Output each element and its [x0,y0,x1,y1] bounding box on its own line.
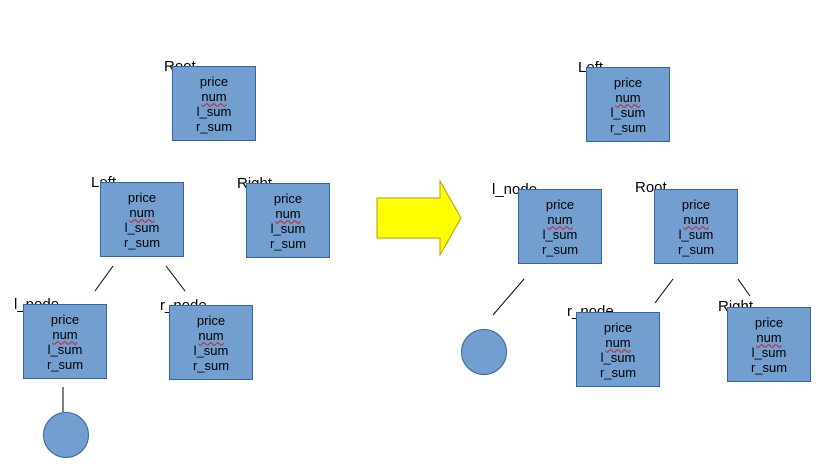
field-l-sum: l_sum [124,219,160,235]
field-r-sum: r_sum [609,119,647,135]
field-price: price [545,196,575,212]
field-price: price [754,314,784,330]
before-root-node: price num l_sum r_sum [172,66,256,141]
field-price: price [50,311,80,327]
before-leaf-circle [43,412,89,458]
field-price: price [613,74,643,90]
edge-after-root-to-right [737,278,751,297]
field-r-sum: r_sum [195,118,233,134]
field-num: num [605,334,631,350]
field-num: num [201,88,227,104]
edge-after-root-to-rnode [654,278,674,304]
field-l-sum: l_sum [47,341,83,357]
field-r-sum: r_sum [750,359,788,375]
field-l-sum: l_sum [270,220,306,236]
field-price: price [127,189,157,205]
after-rnode-node: price num l_sum r_sum [576,312,660,387]
field-num: num [129,204,155,220]
after-leaf-circle [461,329,507,375]
field-r-sum: r_sum [677,241,715,257]
before-left-node: price num l_sum r_sum [100,182,184,257]
field-l-sum: l_sum [751,344,787,360]
transform-arrow [376,179,462,257]
field-price: price [681,196,711,212]
field-num: num [275,205,301,221]
after-left-node: price num l_sum r_sum [586,67,670,142]
field-r-sum: r_sum [599,364,637,380]
field-r-sum: r_sum [269,235,307,251]
field-l-sum: l_sum [600,349,636,365]
edge-left-to-rnode [165,265,186,292]
field-num: num [52,326,78,342]
after-root-node: price num l_sum r_sum [654,189,738,264]
field-r-sum: r_sum [123,234,161,250]
field-price: price [603,319,633,335]
field-num: num [615,89,641,105]
after-right-node: price num l_sum r_sum [727,307,811,382]
before-rnode-node: price num l_sum r_sum [169,305,253,380]
edge-after-lnode-to-leaf [492,278,525,316]
after-lnode-node: price num l_sum r_sum [518,189,602,264]
field-num: num [756,329,782,345]
field-r-sum: r_sum [541,241,579,257]
field-r-sum: r_sum [192,357,230,373]
field-l-sum: l_sum [193,342,229,358]
before-right-node: price num l_sum r_sum [246,183,330,258]
field-price: price [199,73,229,89]
field-l-sum: l_sum [610,104,646,120]
field-l-sum: l_sum [196,103,232,119]
before-lnode-node: price num l_sum r_sum [23,304,107,379]
edge-left-to-lnode [94,265,114,292]
field-num: num [547,211,573,227]
field-num: num [683,211,709,227]
field-r-sum: r_sum [46,356,84,372]
field-price: price [273,190,303,206]
field-l-sum: l_sum [678,226,714,242]
field-l-sum: l_sum [542,226,578,242]
field-num: num [198,327,224,343]
field-price: price [196,312,226,328]
